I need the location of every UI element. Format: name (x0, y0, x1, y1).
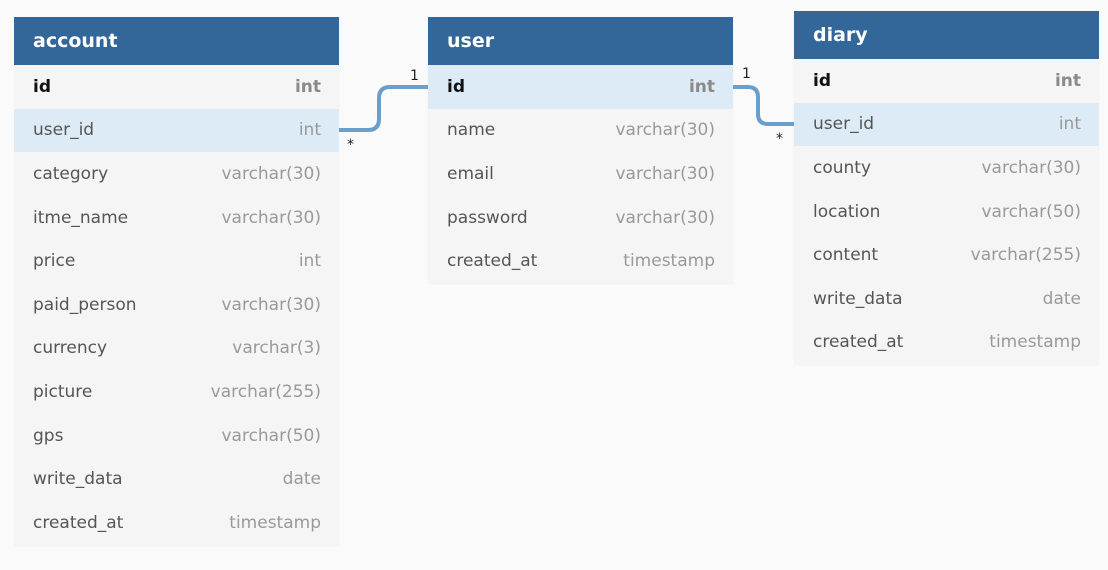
column-row[interactable]: name varchar(30) (428, 109, 733, 153)
column-row[interactable]: currency varchar(3) (14, 327, 339, 371)
column-name: itme_name (33, 207, 129, 228)
column-row[interactable]: email varchar(30) (428, 152, 733, 196)
column-name: id (813, 70, 831, 91)
column-type: int (294, 76, 321, 97)
table-diary[interactable]: diary id int user_id int county varchar(… (794, 11, 1099, 365)
column-name: email (447, 163, 494, 184)
column-row[interactable]: created_at timestamp (428, 239, 733, 283)
column-type: varchar(30) (221, 163, 321, 184)
column-row[interactable]: gps varchar(50) (14, 414, 339, 458)
column-row[interactable]: paid_person varchar(30) (14, 283, 339, 327)
column-row[interactable]: write_data date (14, 457, 339, 501)
column-name: price (33, 251, 76, 272)
column-type: varchar(30) (221, 207, 321, 228)
column-row[interactable]: id int (14, 65, 339, 109)
column-type: varchar(30) (615, 163, 715, 184)
column-name: gps (33, 425, 64, 446)
column-name: user_id (33, 120, 95, 141)
column-type: varchar(30) (221, 294, 321, 315)
column-row[interactable]: password varchar(30) (428, 196, 733, 240)
column-name: created_at (33, 512, 124, 533)
cardinality-label: * (776, 131, 783, 147)
column-name: user_id (813, 114, 875, 135)
column-row[interactable]: write_data date (794, 277, 1099, 321)
table-header[interactable]: diary (794, 11, 1099, 59)
column-type: varchar(3) (232, 338, 321, 359)
column-type: int (688, 76, 715, 97)
column-type: int (1054, 70, 1081, 91)
column-name: county (813, 157, 872, 178)
column-name: content (813, 245, 879, 266)
column-name: name (447, 120, 496, 141)
column-name: write_data (33, 469, 123, 490)
table-user[interactable]: user id int name varchar(30) email varch… (428, 17, 733, 283)
column-row[interactable]: picture varchar(255) (14, 370, 339, 414)
cardinality-label: 1 (742, 66, 751, 82)
column-row[interactable]: content varchar(255) (794, 233, 1099, 277)
column-type: timestamp (989, 332, 1081, 353)
column-row[interactable]: county varchar(30) (794, 146, 1099, 190)
column-name: password (447, 207, 528, 228)
table-header[interactable]: user (428, 17, 733, 65)
column-row[interactable]: created_at timestamp (14, 501, 339, 545)
column-type: timestamp (623, 251, 715, 272)
column-type: int (298, 251, 321, 272)
column-row[interactable]: created_at timestamp (794, 321, 1099, 365)
column-name: write_data (813, 288, 903, 309)
column-name: id (447, 76, 465, 97)
column-type: varchar(30) (615, 120, 715, 141)
column-type: varchar(30) (981, 157, 1081, 178)
column-type: varchar(50) (221, 425, 321, 446)
column-name: currency (33, 338, 108, 359)
column-row[interactable]: id int (794, 59, 1099, 103)
column-type: varchar(255) (210, 381, 321, 402)
column-type: varchar(255) (970, 245, 1081, 266)
column-row[interactable]: location varchar(50) (794, 190, 1099, 234)
cardinality-label: 1 (410, 68, 419, 84)
column-type: varchar(30) (615, 207, 715, 228)
column-type: varchar(50) (981, 201, 1081, 222)
column-row[interactable]: category varchar(30) (14, 152, 339, 196)
column-row[interactable]: user_id int (14, 108, 339, 153)
column-row[interactable]: user_id int (794, 102, 1099, 147)
column-row[interactable]: itme_name varchar(30) (14, 196, 339, 240)
column-name: picture (33, 381, 93, 402)
column-type: int (1058, 114, 1081, 135)
column-name: location (813, 201, 881, 222)
column-name: created_at (447, 251, 538, 272)
table-header[interactable]: account (14, 17, 339, 65)
column-row[interactable]: price int (14, 239, 339, 283)
column-type: int (298, 120, 321, 141)
column-row[interactable]: id int (428, 65, 733, 109)
column-type: date (282, 469, 321, 490)
column-type: timestamp (229, 512, 321, 533)
cardinality-label: * (347, 137, 354, 153)
relation-line-account-user[interactable] (339, 85, 428, 132)
column-name: paid_person (33, 294, 137, 315)
table-account[interactable]: account id int user_id int category varc… (14, 17, 339, 545)
column-name: category (33, 163, 109, 184)
column-type: date (1042, 288, 1081, 309)
column-name: created_at (813, 332, 904, 353)
relation-line-user-diary[interactable] (733, 85, 794, 126)
column-name: id (33, 76, 51, 97)
